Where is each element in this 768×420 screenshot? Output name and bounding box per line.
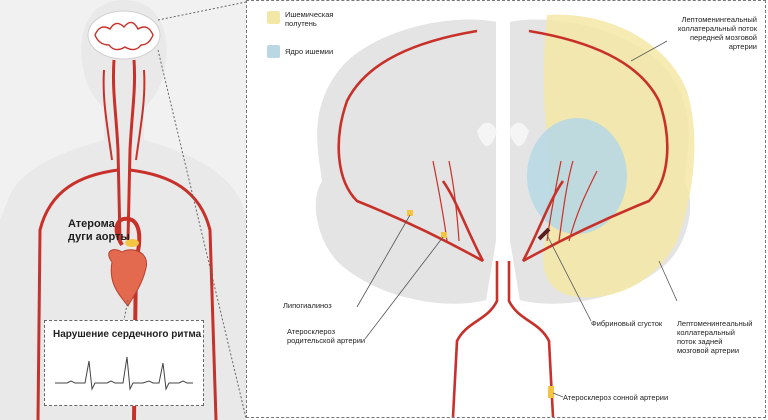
parent-artery-label: Атеросклероз родительской артерии [287, 327, 366, 345]
body-panel: Атерома дуги аорты Нарушение сердечного … [0, 0, 246, 420]
pointer-lines [356, 40, 678, 398]
aortic-plaque [125, 239, 139, 247]
left-carotid [111, 59, 122, 241]
posterior-collateral-label: Лептоменингеальный коллатеральный поток … [677, 319, 753, 355]
left-ventricle [477, 122, 497, 146]
head-pointer-top [157, 1, 246, 21]
brain-vessels-small [94, 21, 154, 51]
right-ventricle [509, 122, 529, 146]
arrhythmia-label: Нарушение сердечного ритма [53, 329, 202, 340]
ecg-trace [55, 356, 193, 391]
left-subclavian [36, 168, 119, 420]
anterior-collateral-label: Лептоменингеальный коллатеральный поток … [678, 15, 757, 51]
legend-swatch-core [267, 45, 280, 58]
lipohyalinosis-plaque [407, 210, 413, 216]
head-pointer-bottom [157, 49, 246, 419]
legend-label-penumbra: Ишемическая полутень [285, 10, 334, 28]
lipohyalinosis-label: Липогиалиноз [283, 301, 332, 310]
brain-illustration [313, 14, 695, 417]
left-vertebral [102, 69, 113, 161]
right-subclavian [129, 168, 218, 420]
head-brain [87, 10, 161, 60]
legend-label-core: Ядро ишемии [285, 47, 334, 56]
carotid-plaque [548, 386, 554, 398]
fibrin-clot [537, 227, 551, 241]
ecg-box: Нарушение сердечного ритма [44, 320, 204, 406]
right-carotid [126, 59, 137, 241]
ecg-line [55, 356, 193, 391]
right-vertebral [135, 69, 146, 161]
left-hemisphere [313, 17, 498, 306]
cortical-arteries [337, 29, 669, 417]
heart [108, 249, 148, 307]
ischemic-core [527, 118, 627, 234]
heart-pointer [123, 299, 129, 321]
fibrin-clot-label: Фибриновый сгусток [591, 319, 663, 328]
aortic-atheroma-label: Атерома дуги аорты [68, 218, 130, 243]
carotid-atherosclerosis-label: Атеросклероз сонной артерии [563, 393, 669, 402]
body-silhouette [0, 0, 246, 420]
brain-panel: Ишемическая полутень Ядро ишемии Лептоме… [246, 0, 766, 418]
legend-swatch-penumbra [267, 11, 280, 24]
body-illustration [0, 0, 246, 420]
parent-artery-plaque [441, 232, 447, 238]
